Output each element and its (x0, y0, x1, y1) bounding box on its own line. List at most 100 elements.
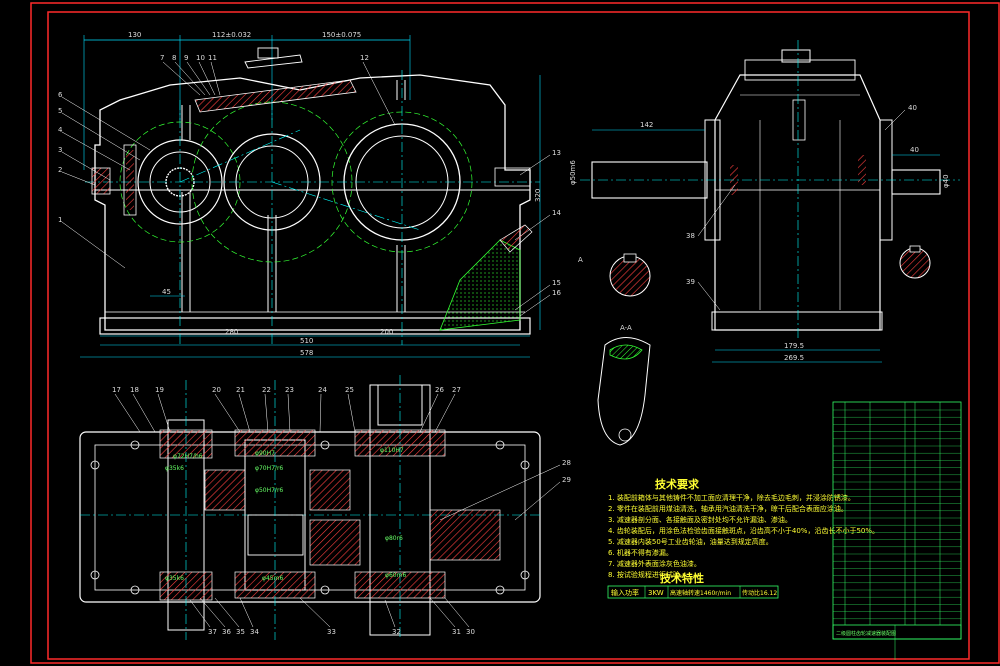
part-40: 40 (908, 104, 917, 112)
height-dim: 320 (534, 189, 542, 202)
part-35: 35 (236, 628, 245, 636)
part-31: 31 (452, 628, 461, 636)
right-shaft-dim: φ40 (942, 174, 950, 188)
part-11: 11 (208, 54, 217, 62)
fit-8: φ80r6 (385, 535, 403, 542)
part-39: 39 (686, 278, 695, 286)
part-23: 23 (285, 386, 294, 394)
tech-req-4: 4. 齿轮装配后，用涂色法检验齿面接触斑点，沿齿高不小于40%，沿齿长不小于50… (608, 526, 879, 535)
dim-top-1: 130 (128, 31, 141, 39)
part-18: 18 (130, 386, 139, 394)
part-27: 27 (452, 386, 461, 394)
tech-req-3: 3. 减速器剖分面、各接触面及密封处均不允许漏油、渗油。 (608, 515, 792, 524)
top-view: φ72H7/h6 φ35k6 φ90H7 φ50H7/r6 φ110H7 φ35… (79, 375, 571, 640)
inspection-cover (194, 79, 357, 113)
part-38: 38 (686, 232, 695, 240)
left-shaft-dim: φ50m6 (569, 160, 577, 185)
part-20: 20 (212, 386, 221, 394)
part-34: 34 (250, 628, 259, 636)
part-36: 36 (222, 628, 231, 636)
tech-req-title: 技术要求 (655, 477, 700, 491)
part-19: 19 (155, 386, 164, 394)
side-housing (714, 74, 881, 331)
part-30: 30 (466, 628, 475, 636)
fit-7: φ45m6 (262, 575, 283, 582)
parts-list-table: 二级圆柱齿轮减速器装配图 (832, 401, 962, 660)
part-3: 3 (58, 146, 62, 154)
part-4: 4 (58, 126, 63, 134)
fit-5: φ110H7 (380, 447, 404, 454)
fit-3: φ90H7 (255, 450, 275, 457)
dim-40: 40 (910, 146, 919, 154)
tech-char-h2: 3KW (648, 589, 664, 597)
fit-4: φ50H7/r6 (255, 487, 283, 494)
part-9: 9 (184, 54, 188, 62)
dim-top-3: 150±0.075 (322, 31, 361, 39)
tech-char-h3: 高速轴转速1460r/min (670, 589, 731, 597)
part-37: 37 (208, 628, 217, 636)
housing-base (99, 317, 531, 335)
dim-bottom-510: 510 (300, 337, 313, 345)
outer-frame (30, 2, 1000, 664)
tech-requirements: 技术要求 1. 装配前箱体与其他铸件不加工面应清理干净，除去毛边毛刺，并浸涂防锈… (608, 477, 879, 579)
tech-req-2: 2. 零件在装配前用煤油清洗，轴承用汽油清洗干净，晾干后配合表面应涂油。 (608, 504, 848, 513)
front-view: 130 112±0.032 150±0.075 (58, 31, 561, 358)
dim-142: 142 (640, 121, 653, 129)
dim-bottom-200: 200 (380, 328, 393, 336)
part-22: 22 (262, 386, 271, 394)
title-block-caption: 二级圆柱齿轮减速器装配图 (836, 630, 896, 637)
part-8: 8 (172, 54, 176, 62)
tech-req-5: 5. 减速器内装50号工业齿轮油，油量达到规定高度。 (608, 537, 773, 546)
tech-req-8: 8. 按试验规程进行试验。 (608, 570, 687, 579)
fit-1: φ72H7/h6 (173, 453, 203, 460)
part-32: 32 (392, 628, 401, 636)
dim-top-2: 112±0.032 (212, 31, 251, 39)
part-21: 21 (236, 386, 245, 394)
tech-char-title: 技术特性 (660, 571, 704, 585)
oil-level-region (439, 239, 521, 331)
part-25: 25 (345, 386, 354, 394)
tech-req-6: 6. 机器不得有渗漏。 (608, 548, 673, 557)
inner-frame (47, 11, 970, 660)
section-marker-a: A (578, 256, 583, 264)
shaft-section-right (899, 247, 931, 279)
fit-10: φ70H7/r6 (255, 465, 283, 472)
part-14: 14 (552, 209, 561, 217)
part-24: 24 (318, 386, 327, 394)
part-15: 15 (552, 279, 561, 287)
part-33: 33 (327, 628, 336, 636)
part-29: 29 (562, 476, 571, 484)
dim-bottom-578: 578 (300, 349, 313, 357)
section-label: A-A (620, 324, 632, 332)
part-12: 12 (360, 54, 369, 62)
dim-179: 179.5 (784, 342, 804, 350)
tech-req-1: 1. 装配前箱体与其他铸件不加工面应清理干净，除去毛边毛刺，并浸涂防锈漆。 (608, 493, 855, 502)
section-aa-outline (597, 337, 651, 446)
part-1: 1 (58, 216, 62, 224)
part-16: 16 (552, 289, 561, 297)
part-28: 28 (562, 459, 571, 467)
part-13: 13 (552, 149, 561, 157)
output-shaft (891, 169, 941, 195)
part-17: 17 (112, 386, 121, 394)
fit-6: φ35k6 (165, 465, 184, 472)
housing-outline (94, 74, 531, 331)
tech-char-h4: 传动比16.12 (742, 589, 777, 597)
part-7: 7 (160, 54, 164, 62)
part-6: 6 (58, 91, 63, 99)
side-view: 142 40 φ50m6 φ40 179.5 269.5 38 39 40 A … (569, 40, 960, 446)
dim-45: 45 (162, 288, 171, 296)
part-5: 5 (58, 107, 62, 115)
tech-char-h1: 输入功率 (611, 588, 639, 597)
part-26: 26 (435, 386, 444, 394)
tech-characteristics: 技术特性 输入功率 3KW 高速轴转速1460r/min 传动比16.12 (607, 571, 779, 599)
part-10: 10 (196, 54, 205, 62)
fit-2: φ35k6 (165, 575, 184, 582)
dim-269: 269.5 (784, 354, 804, 362)
fit-9: φ60m6 (385, 572, 406, 579)
part-2: 2 (58, 166, 62, 174)
tech-req-7: 7. 减速器外表面涂灰色油漆。 (608, 559, 701, 568)
dim-bottom-280: 280 (225, 328, 238, 336)
